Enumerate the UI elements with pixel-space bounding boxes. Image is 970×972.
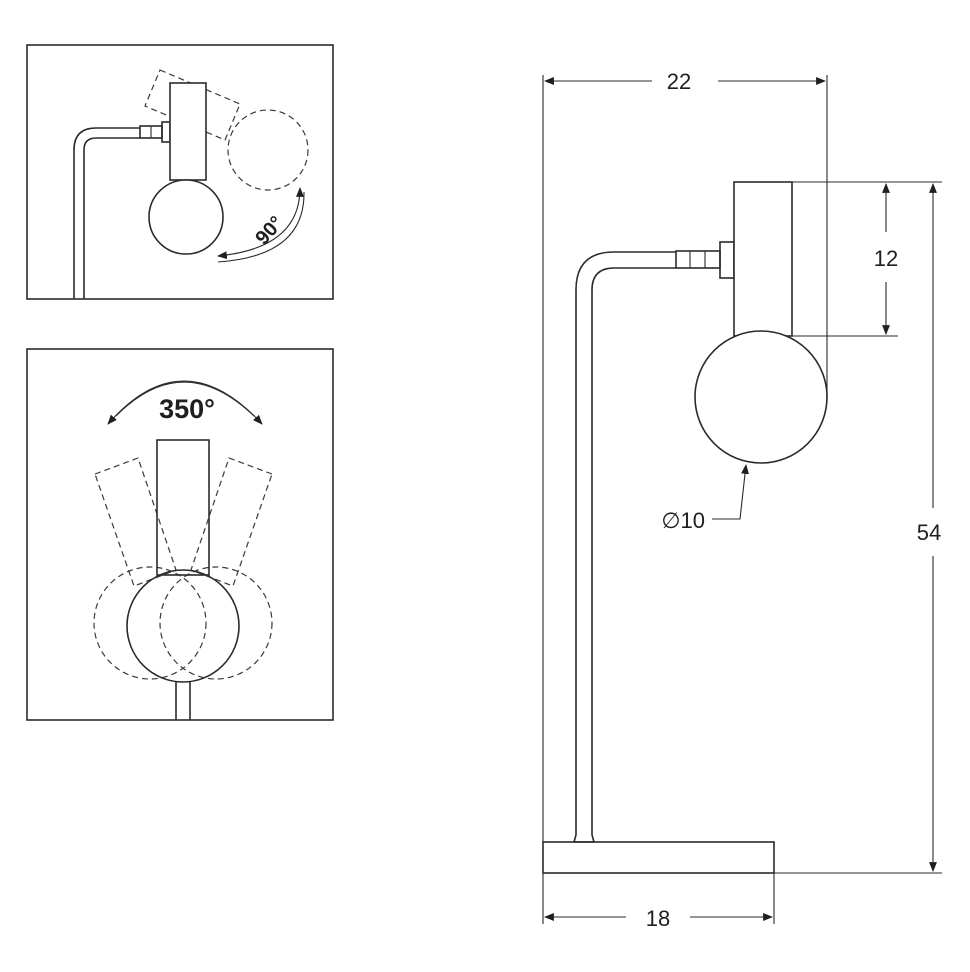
- main-connector: [675, 250, 721, 269]
- tilt-detail-panel: 90°: [26, 44, 334, 300]
- rotation-bulb: [126, 569, 240, 683]
- rotation-detail-panel: 350°: [26, 348, 334, 721]
- dim-base-width-label: 18: [646, 906, 670, 931]
- main-stem-foot: [572, 834, 596, 843]
- dim-bulb-diameter-label: ∅10: [661, 508, 705, 533]
- tilt-bulb: [148, 179, 224, 255]
- dim-head-height-label: 12: [874, 246, 898, 271]
- rotation-angle-label: 350°: [159, 394, 215, 424]
- tilt-stem-outer: [73, 127, 140, 299]
- dim-overall-width-label: 22: [667, 69, 691, 94]
- dim-overall-height-label: 54: [917, 520, 941, 545]
- tilt-head: [169, 82, 207, 181]
- main-bulb: [694, 330, 828, 464]
- dim-overall-width: 22: [544, 69, 826, 94]
- dim-bulb-diameter: ∅10: [661, 464, 749, 533]
- main-joint: [719, 241, 735, 279]
- rotation-head: [156, 439, 210, 576]
- main-head: [733, 181, 793, 337]
- main-elevation-view: 22 12 54 18 ∅10: [542, 69, 942, 931]
- main-stem-outer: [575, 251, 676, 835]
- dim-overall-height: 54: [917, 183, 941, 872]
- main-base: [542, 841, 775, 874]
- dim-head-height: 12: [874, 183, 898, 335]
- dim-base-width: 18: [544, 906, 773, 931]
- tilt-stem-inner: [83, 137, 140, 299]
- tilt-arc-arrow: [217, 187, 304, 260]
- main-stem-inner: [591, 267, 676, 835]
